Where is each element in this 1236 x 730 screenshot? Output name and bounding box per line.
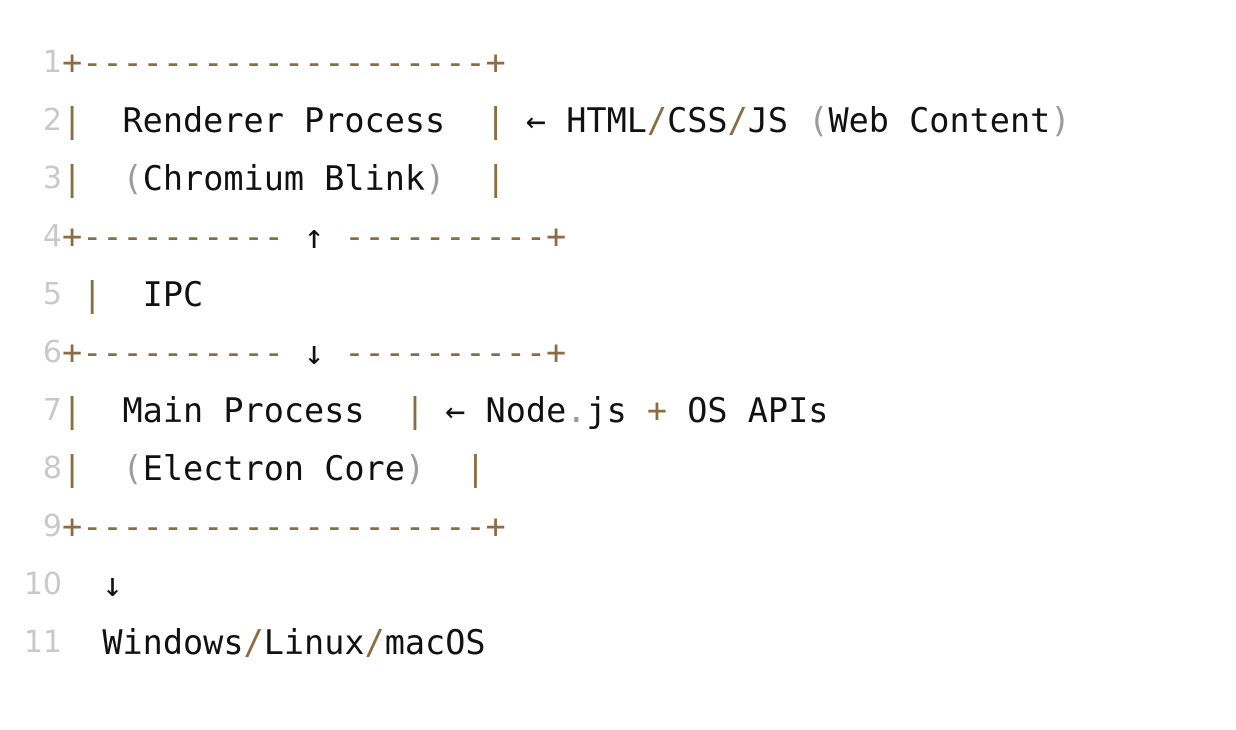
code-token-paren: ( bbox=[122, 449, 143, 488]
code-token-plain bbox=[82, 449, 122, 488]
code-line-text: | Main Process | ← Node.js + OS APIs bbox=[62, 382, 1236, 440]
code-token-plain: CSS bbox=[667, 101, 728, 140]
code-token-plain bbox=[506, 101, 526, 140]
code-token-punct: | bbox=[62, 101, 83, 140]
code-token-plain bbox=[425, 449, 465, 488]
code-line: 2| Renderer Process | ← HTML/CSS/JS (Web… bbox=[0, 92, 1236, 150]
code-token-plain bbox=[445, 159, 485, 198]
code-line-text: +--------------------+ bbox=[62, 34, 1236, 92]
code-token-punct: / bbox=[727, 101, 748, 140]
code-token-paren: ( bbox=[808, 101, 829, 140]
code-token-plain: Chromium Blink bbox=[142, 159, 426, 198]
code-token-plain: Web Content bbox=[828, 101, 1051, 140]
line-number: 6 bbox=[42, 335, 62, 370]
code-token-paren: ) bbox=[425, 159, 446, 198]
code-token-punct: | bbox=[62, 159, 83, 198]
code-line-list: 1+--------------------+2| Renderer Proce… bbox=[0, 34, 1236, 672]
code-line: 4+---------- ↑ ----------+ bbox=[0, 208, 1236, 266]
code-token-punct: +--------------------+ bbox=[62, 43, 506, 82]
code-line-text: | (Electron Core) | bbox=[62, 440, 1236, 498]
code-line-text: Windows/Linux/macOS bbox=[62, 614, 1236, 672]
code-line-text: | (Chromium Blink) | bbox=[62, 150, 1236, 208]
code-token-plain: IPC bbox=[102, 275, 204, 314]
code-line: 9+--------------------+ bbox=[0, 498, 1236, 556]
code-token-arrow: ↓ bbox=[62, 565, 123, 604]
code-line: 8| (Electron Core) | bbox=[0, 440, 1236, 498]
code-token-punct: / bbox=[364, 623, 385, 662]
code-token-plain: OS APIs bbox=[667, 391, 829, 430]
code-token-plain bbox=[62, 275, 82, 314]
code-token-plain: macOS bbox=[384, 623, 486, 662]
line-number: 11 bbox=[23, 625, 62, 660]
code-token-punct: | bbox=[82, 275, 103, 314]
code-line-text: ↓ bbox=[62, 556, 1236, 614]
code-line: 5 | IPC bbox=[0, 266, 1236, 324]
code-token-plain: Windows bbox=[62, 623, 244, 662]
line-number: 5 bbox=[42, 277, 62, 312]
code-token-arrow: ← bbox=[525, 101, 547, 140]
code-line: 10 ↓ bbox=[0, 556, 1236, 614]
code-line: 7| Main Process | ← Node.js + OS APIs bbox=[0, 382, 1236, 440]
code-token-punct: / bbox=[646, 101, 668, 140]
line-number: 4 bbox=[42, 219, 62, 254]
line-number: 8 bbox=[42, 451, 62, 486]
code-token-punct: ----------+ bbox=[344, 333, 567, 372]
code-token-plain: Electron Core bbox=[142, 449, 405, 488]
code-token-plain: js bbox=[586, 391, 647, 430]
code-token-punct: +---------- bbox=[62, 217, 284, 256]
code-token-plain bbox=[82, 159, 122, 198]
code-line: 6+---------- ↓ ----------+ bbox=[0, 324, 1236, 382]
line-number: 10 bbox=[23, 567, 62, 602]
code-token-paren: ) bbox=[404, 449, 426, 488]
code-token-punct: | bbox=[404, 391, 426, 430]
code-token-paren: . bbox=[566, 391, 587, 430]
code-token-punct: | bbox=[485, 159, 506, 198]
code-token-arrow: ↓ bbox=[283, 333, 345, 372]
code-token-plain: Node bbox=[465, 391, 567, 430]
code-line-text: +---------- ↑ ----------+ bbox=[62, 208, 1236, 266]
code-token-punct: ----------+ bbox=[344, 217, 567, 256]
code-token-plain: Linux bbox=[263, 623, 365, 662]
code-line-text: +--------------------+ bbox=[62, 498, 1236, 556]
code-token-punct: | bbox=[62, 449, 83, 488]
code-token-plain bbox=[425, 391, 445, 430]
code-token-plain: Main Process bbox=[82, 391, 405, 430]
code-token-punct: / bbox=[243, 623, 264, 662]
line-number: 1 bbox=[42, 45, 62, 80]
code-token-plain: HTML bbox=[546, 101, 647, 140]
code-token-punct: | bbox=[62, 391, 83, 430]
code-token-plain: Renderer Process bbox=[82, 101, 486, 140]
line-number: 9 bbox=[42, 509, 62, 544]
code-token-arrow: ↑ bbox=[283, 217, 345, 256]
code-line-text: +---------- ↓ ----------+ bbox=[62, 324, 1236, 382]
line-number: 7 bbox=[42, 393, 62, 428]
code-token-arrow: ← bbox=[445, 391, 466, 430]
line-number: 2 bbox=[42, 103, 62, 138]
code-token-plain: JS bbox=[747, 101, 809, 140]
code-line-text: | Renderer Process | ← HTML/CSS/JS (Web … bbox=[62, 92, 1236, 150]
code-token-punct: + bbox=[646, 391, 668, 430]
code-line: 11 Windows/Linux/macOS bbox=[0, 614, 1236, 672]
code-token-punct: | bbox=[465, 449, 486, 488]
code-token-punct: | bbox=[485, 101, 506, 140]
code-token-punct: +---------- bbox=[62, 333, 284, 372]
code-line: 1+--------------------+ bbox=[0, 34, 1236, 92]
code-token-paren: ) bbox=[1050, 101, 1071, 140]
code-token-punct: +--------------------+ bbox=[62, 507, 506, 546]
code-line-text: | IPC bbox=[62, 266, 1236, 324]
code-line: 3| (Chromium Blink) | bbox=[0, 150, 1236, 208]
code-token-paren: ( bbox=[122, 159, 143, 198]
line-number: 3 bbox=[42, 161, 62, 196]
